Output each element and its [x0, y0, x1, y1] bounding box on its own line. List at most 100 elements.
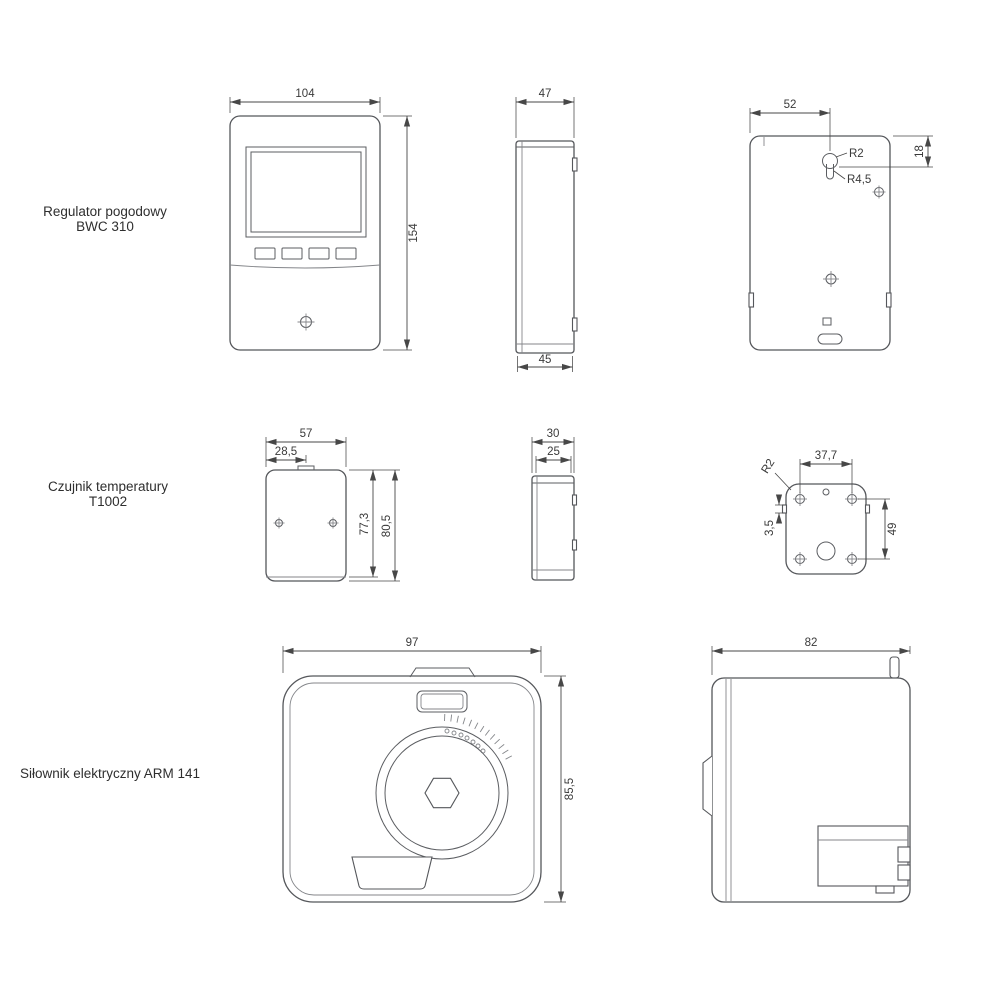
dimension-sensor-front-width: 57 — [265, 428, 347, 467]
side-flange — [702, 755, 713, 817]
scale-dots — [444, 728, 486, 754]
terminal — [897, 864, 911, 881]
screw-mark — [872, 185, 886, 199]
dimension-regulator-front-height: 154 — [383, 115, 420, 351]
knob-outer — [375, 726, 509, 860]
dimension-sensor-back-hole-y: 49 — [858, 498, 899, 560]
display-screen — [250, 151, 362, 233]
sensor-back-view — [781, 483, 871, 575]
screw-mark — [845, 492, 859, 506]
dim-label: 37,7 — [815, 450, 837, 462]
dim-label: 30 — [547, 428, 560, 440]
dimension-sensor-back-hole-x: 37,7 — [799, 450, 853, 493]
dim-label: 25 — [547, 446, 560, 458]
screw-mark — [327, 517, 339, 529]
display-frame — [245, 146, 367, 238]
annotation-r45: R4,5 — [833, 170, 871, 186]
regulator-label-line2: BWC 310 — [76, 219, 134, 234]
sensor-section: Czujnik temperatury T1002 57 — [48, 428, 899, 582]
dimension-sensor-side-inner-width: 25 — [535, 446, 572, 473]
label-window — [416, 690, 468, 713]
dimension-actuator-front-height: 85,5 — [544, 675, 576, 903]
cable-port — [822, 317, 832, 326]
top-tab — [297, 465, 315, 470]
dim-label: 47 — [539, 88, 552, 100]
screw-mark — [845, 552, 859, 566]
clip-tab — [885, 292, 892, 308]
regulator-front-view — [229, 115, 381, 351]
dim-label: 49 — [887, 523, 899, 536]
dimension-regulator-back-hole-y: 18 — [839, 135, 933, 168]
dim-label: 3,5 — [764, 520, 776, 536]
sensor-opening — [816, 541, 836, 561]
clip-tab — [571, 539, 578, 551]
dim-label: 28,5 — [275, 446, 297, 458]
dim-label: 82 — [805, 637, 818, 649]
dim-label: 80,5 — [381, 515, 393, 537]
dimension-regulator-side-bottom-width: 45 — [517, 354, 573, 372]
connector-block — [817, 825, 911, 894]
keyhole-slot — [822, 153, 838, 180]
cover-seam — [229, 264, 381, 269]
dim-label: 97 — [406, 637, 419, 649]
sensor-label: Czujnik temperatury T1002 — [48, 479, 168, 509]
stem — [889, 656, 900, 679]
dimension-sensor-front-half-width: 28,5 — [266, 446, 307, 464]
annotation-r2: R2 — [835, 148, 864, 160]
knob-inner — [384, 735, 500, 851]
regulator-back-view — [748, 135, 892, 351]
scale-ticks — [444, 713, 513, 760]
side-notch — [864, 504, 871, 514]
actuator-front-view — [282, 667, 542, 903]
actuator-side-view — [702, 656, 911, 903]
screw-mark — [297, 313, 315, 331]
dim-label: 104 — [295, 88, 315, 100]
dimension-regulator-side-width: 47 — [515, 88, 575, 138]
side-notch — [781, 504, 788, 514]
dimension-regulator-back-hole-x: 52 — [749, 99, 831, 151]
regulator-section: Regulator pogodowy BWC 310 — [43, 88, 933, 372]
top-tab — [409, 667, 476, 678]
dimension-actuator-front-width: 97 — [282, 637, 542, 673]
clip-tab — [571, 494, 578, 506]
screw-mark — [793, 552, 807, 566]
radius-label: R4,5 — [847, 174, 871, 186]
hex-socket — [424, 777, 460, 809]
screw-mark — [823, 271, 839, 287]
actuator-section: Siłownik elektryczny ARM 141 — [20, 637, 911, 903]
screw-mark — [793, 492, 807, 506]
dim-label: 52 — [784, 99, 797, 111]
dim-label: 57 — [300, 428, 313, 440]
bottom-slot — [817, 333, 843, 345]
dimension-sensor-front-height-inner: 77,3 — [349, 469, 400, 578]
regulator-side-view — [515, 140, 578, 354]
radius-label: R2 — [849, 148, 864, 160]
terminal — [897, 846, 911, 863]
dim-label: 45 — [539, 354, 552, 366]
small-hole — [822, 488, 830, 496]
sensor-label-line2: T1002 — [89, 494, 127, 509]
radius-label: R2 — [759, 457, 777, 476]
sensor-side-view — [531, 475, 578, 581]
clip-tab — [748, 292, 755, 308]
sensor-label-line1: Czujnik temperatury — [48, 479, 168, 494]
actuator-label: Siłownik elektryczny ARM 141 — [20, 766, 200, 781]
button-row — [254, 247, 357, 260]
regulator-label: Regulator pogodowy BWC 310 — [43, 204, 167, 234]
sensor-front-view — [265, 465, 347, 582]
dim-label: 154 — [408, 223, 420, 243]
dimension-sensor-front-height: 80,5 — [349, 470, 400, 582]
regulator-label-line1: Regulator pogodowy — [43, 204, 167, 219]
bottom-flap — [351, 856, 433, 890]
screw-mark — [273, 517, 285, 529]
dimension-sensor-notch-height: 3,5 — [764, 494, 784, 536]
dimension-sensor-side-width: 30 — [531, 428, 575, 473]
clip-tab — [571, 317, 578, 332]
dim-label: 18 — [914, 145, 926, 158]
annotation-sensor-r2: R2 — [759, 457, 792, 491]
dim-label: 77,3 — [359, 513, 371, 535]
clip-tab — [571, 157, 578, 172]
dimension-actuator-side-width: 82 — [711, 637, 911, 675]
